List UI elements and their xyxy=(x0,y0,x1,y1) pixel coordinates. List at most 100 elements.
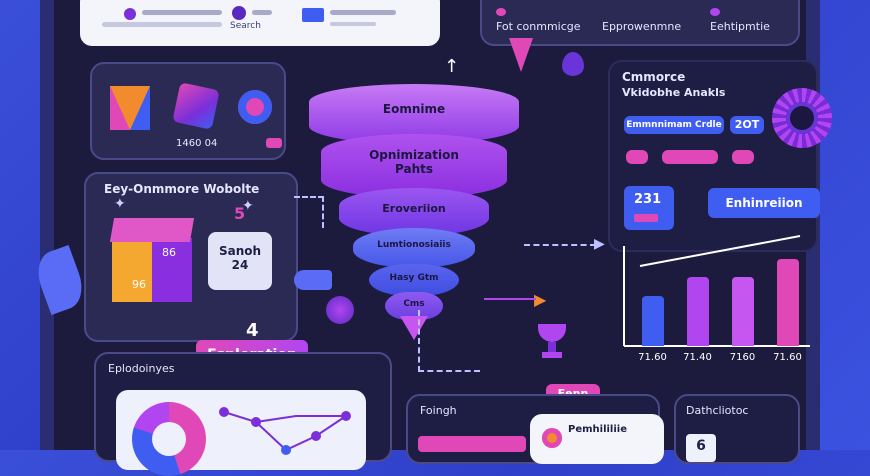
dashed-connector xyxy=(294,196,324,228)
bottom-middle-card-label: Pemhililiie xyxy=(568,424,627,435)
bottom-right-title: Dathcliotoc xyxy=(686,404,749,417)
gear-icon xyxy=(772,88,832,148)
tab-underline-2 xyxy=(710,8,720,16)
cube-icon xyxy=(172,82,220,130)
enhinreiion-button[interactable]: Enhinreiion xyxy=(708,188,820,218)
search-bubble: Sanoh 24 xyxy=(208,232,272,290)
donut-chart xyxy=(132,402,206,476)
funnel-layer-4: Lumtionosiaiis xyxy=(353,228,475,268)
bubble-line-2: 24 xyxy=(231,258,249,272)
shield-icon xyxy=(110,86,150,130)
bottom-right-value: 6 xyxy=(696,438,706,454)
tab-3[interactable]: Eehtipmtie xyxy=(710,20,770,33)
analytics-title-1: Cmmorce xyxy=(622,70,686,84)
bottom-middle-card: Foingh Pemhililiie xyxy=(406,394,664,464)
dashed-connector-2 xyxy=(524,244,596,248)
bottom-left-card: Eplodoinyes xyxy=(94,352,392,476)
blue-swatch xyxy=(302,8,324,22)
arrow-up-icon: ↑ xyxy=(444,56,460,77)
bottom-right-value-box: 6 xyxy=(686,434,716,462)
cube-3d: 96 86 xyxy=(109,218,195,314)
stat-chip xyxy=(634,214,658,222)
legend-line-5 xyxy=(330,22,376,26)
funnel-top-label: Eomnime xyxy=(382,102,446,116)
analytics-pill-2[interactable]: 2OT xyxy=(730,116,764,134)
funnel-layer-6: Cms xyxy=(385,292,443,320)
chip-3[interactable] xyxy=(732,150,754,164)
analytics-title-2: Vkidobhe Anakls xyxy=(622,86,726,99)
arrow-right-icon-2: ▶ xyxy=(594,236,605,252)
funnel-layer-3-label: Eroveriion xyxy=(382,202,446,215)
tab-underline xyxy=(496,8,506,16)
left-icons-card: 1460 04 xyxy=(90,62,286,160)
bar-label-2: 71.40 xyxy=(683,352,712,363)
bottom-middle-title: Foingh xyxy=(420,404,457,417)
pill-icon xyxy=(266,138,282,148)
dashboard-board: Search Fot conmmicge Epprowenmne Eehtipm… xyxy=(30,0,832,476)
analytics-pill-1[interactable]: Emmnnimam Crdle xyxy=(624,116,724,134)
bar-label-1: 71.60 xyxy=(638,352,667,363)
flask-icon xyxy=(509,38,533,72)
top-left-card: Search xyxy=(80,0,440,46)
chart-axes xyxy=(623,235,810,347)
funnel-middle-label-2: Pahts xyxy=(395,162,433,176)
drop-icon xyxy=(562,52,584,76)
bottom-middle-inner: Pemhililiie xyxy=(530,414,664,464)
bar-2 xyxy=(686,277,709,346)
stat-box: 231 xyxy=(624,186,674,230)
bottom-left-inner xyxy=(116,390,366,476)
funnel-layer-5: Hasy Gtm xyxy=(369,264,459,296)
chart-bar-labels: 71.60 71.40 7160 71.60 xyxy=(630,352,810,368)
eye-icon xyxy=(238,90,272,124)
sparkle-icon-2: ✦ xyxy=(242,198,254,214)
arrow-line xyxy=(484,298,536,300)
bottom-right-card: Dathcliotoc 6 xyxy=(674,394,800,464)
chart-bars xyxy=(630,246,810,346)
funnel-tip xyxy=(400,316,428,340)
funnel-middle-label-1: Opnimization xyxy=(369,148,459,162)
sparkle-icon: ✦ xyxy=(114,196,126,212)
target-icon xyxy=(542,428,562,448)
funnel: Eomnime Opnimization Pahts Eroveriion Lu… xyxy=(304,70,524,370)
bar-4 xyxy=(776,258,799,346)
pink-bar xyxy=(418,436,526,452)
funnel-layer-6-label: Cms xyxy=(403,299,425,309)
bar-1 xyxy=(641,296,664,346)
legend-line-4 xyxy=(330,10,396,15)
funnel-layer-2: Opnimization Pahts xyxy=(321,134,507,198)
tab-2[interactable]: Epprowenmne xyxy=(602,20,682,33)
bar-label-4: 71.60 xyxy=(773,352,802,363)
legend-line-2 xyxy=(102,22,222,27)
bubble-line-1: Sanoh xyxy=(218,244,262,258)
legend-line xyxy=(142,10,222,15)
funnel-layer-4-label: Lumtionosiaiis xyxy=(377,240,451,250)
funnel-layer-5-label: Hasy Gtm xyxy=(389,273,439,283)
chip-1[interactable] xyxy=(626,150,648,164)
dashed-connector-3 xyxy=(418,310,480,372)
orb-icon xyxy=(326,296,354,324)
top-right-tabs-card: Fot conmmicge Epprowenmne Eehtipmtie xyxy=(480,0,800,46)
bar-chart: 71.60 71.40 7160 71.60 xyxy=(610,226,816,370)
trophy-icon xyxy=(538,324,566,358)
chip-2[interactable] xyxy=(662,150,718,164)
legend-dot-icon xyxy=(124,8,136,20)
search-label: Search xyxy=(230,21,261,31)
exploration-number: 4 xyxy=(246,320,259,341)
bar-label-3: 7160 xyxy=(729,352,756,363)
icons-caption: 1460 04 xyxy=(176,138,218,149)
analytics-card: Cmmorce Vkidobhe Anakls Emmnnimam Crdle … xyxy=(608,60,818,252)
bottom-left-title: Eplodoinyes xyxy=(108,362,175,375)
arrow-right-icon: ▶ xyxy=(534,290,547,309)
ecommerce-number: 5 xyxy=(234,204,246,223)
legend-dot-icon xyxy=(232,6,246,20)
leaf-icon xyxy=(30,244,90,316)
legend-line-3 xyxy=(252,10,272,15)
stat-value: 231 xyxy=(634,192,662,207)
cube-label-1: 96 xyxy=(132,278,146,291)
ecommerce-card: Eey-Onmmore Wobolte 5 96 86 Sanoh 24 xyxy=(84,172,298,342)
cube-label-2: 86 xyxy=(162,246,176,259)
bar-3 xyxy=(731,277,754,346)
ecommerce-title: Eey-Onmmore Wobolte xyxy=(104,182,260,196)
tab-1[interactable]: Fot conmmicge xyxy=(496,20,581,33)
network-graph xyxy=(219,407,351,455)
